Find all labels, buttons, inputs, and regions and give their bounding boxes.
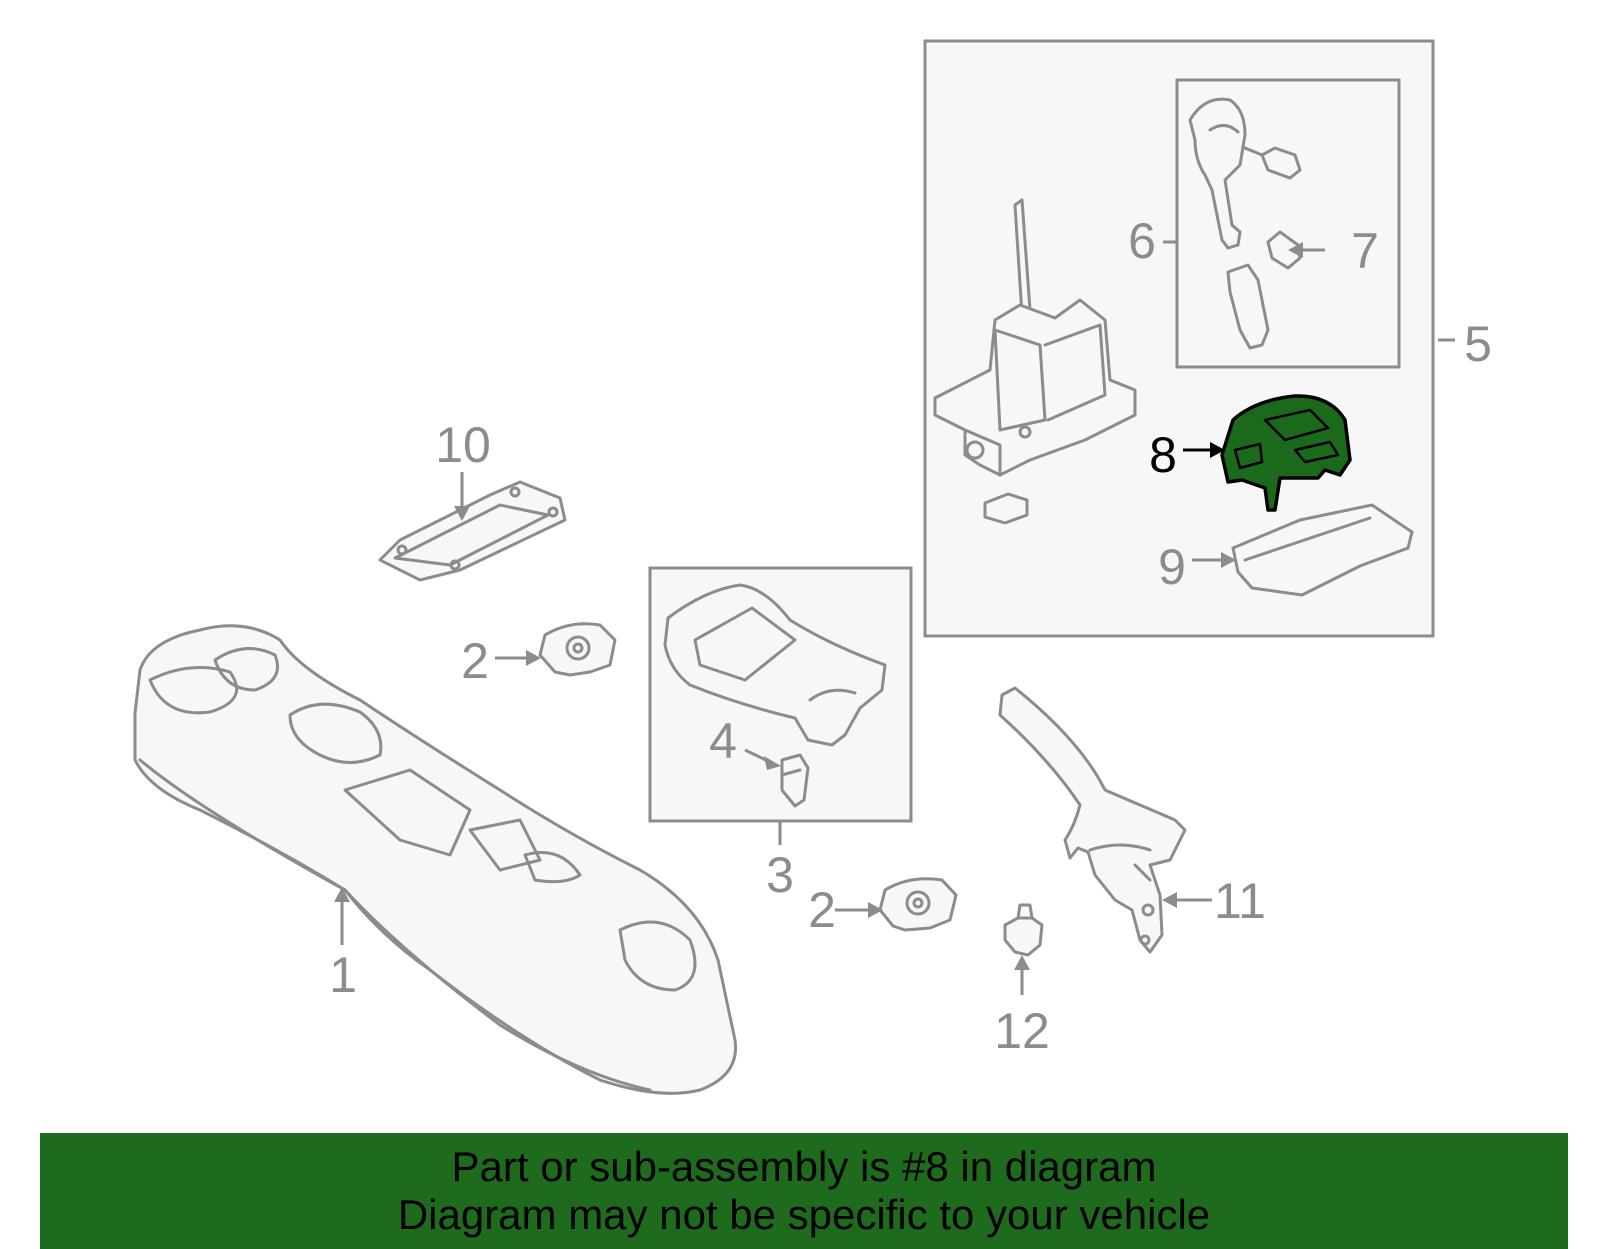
part-8-indicator-cover-highlighted[interactable] [1220, 394, 1352, 512]
part-10-plate[interactable] [378, 480, 567, 582]
callout-2-upper: 2 [461, 633, 489, 689]
callout-9: 9 [1158, 539, 1186, 595]
callout-10: 10 [435, 417, 491, 473]
shift-lever-mechanism[interactable] [933, 198, 1137, 525]
callout-6: 6 [1128, 213, 1156, 269]
banner-line-1: Part or sub-assembly is #8 in diagram [451, 1143, 1157, 1190]
part-4-clip[interactable] [780, 753, 810, 808]
part-1-center-console[interactable] [133, 624, 738, 1095]
callout-5: 5 [1464, 316, 1492, 372]
callout-12: 12 [994, 1003, 1050, 1059]
part-6-shift-knob[interactable] [1188, 97, 1302, 350]
callout-7: 7 [1351, 223, 1379, 279]
part-9-plate[interactable] [1231, 503, 1414, 597]
callout-1: 1 [329, 947, 357, 1003]
callout-11: 11 [1214, 873, 1266, 929]
part-2-lower-clip[interactable] [878, 877, 958, 932]
part-3-finisher[interactable] [663, 583, 887, 747]
info-banner: Part or sub-assembly is #8 in diagram Di… [40, 1133, 1568, 1249]
banner-line-2: Diagram may not be specific to your vehi… [397, 1191, 1211, 1238]
callout-4: 4 [709, 713, 737, 769]
leader-lines [334, 240, 1455, 995]
part-12-switch[interactable] [1003, 903, 1044, 957]
callout-8-highlighted: 8 [1149, 427, 1177, 483]
part-7-clip[interactable] [1266, 230, 1302, 270]
callout-2-lower: 2 [808, 882, 836, 938]
callout-3: 3 [766, 847, 794, 903]
part-11-parking-brake-lever[interactable] [998, 686, 1187, 954]
part-2-upper-clip[interactable] [538, 622, 617, 677]
